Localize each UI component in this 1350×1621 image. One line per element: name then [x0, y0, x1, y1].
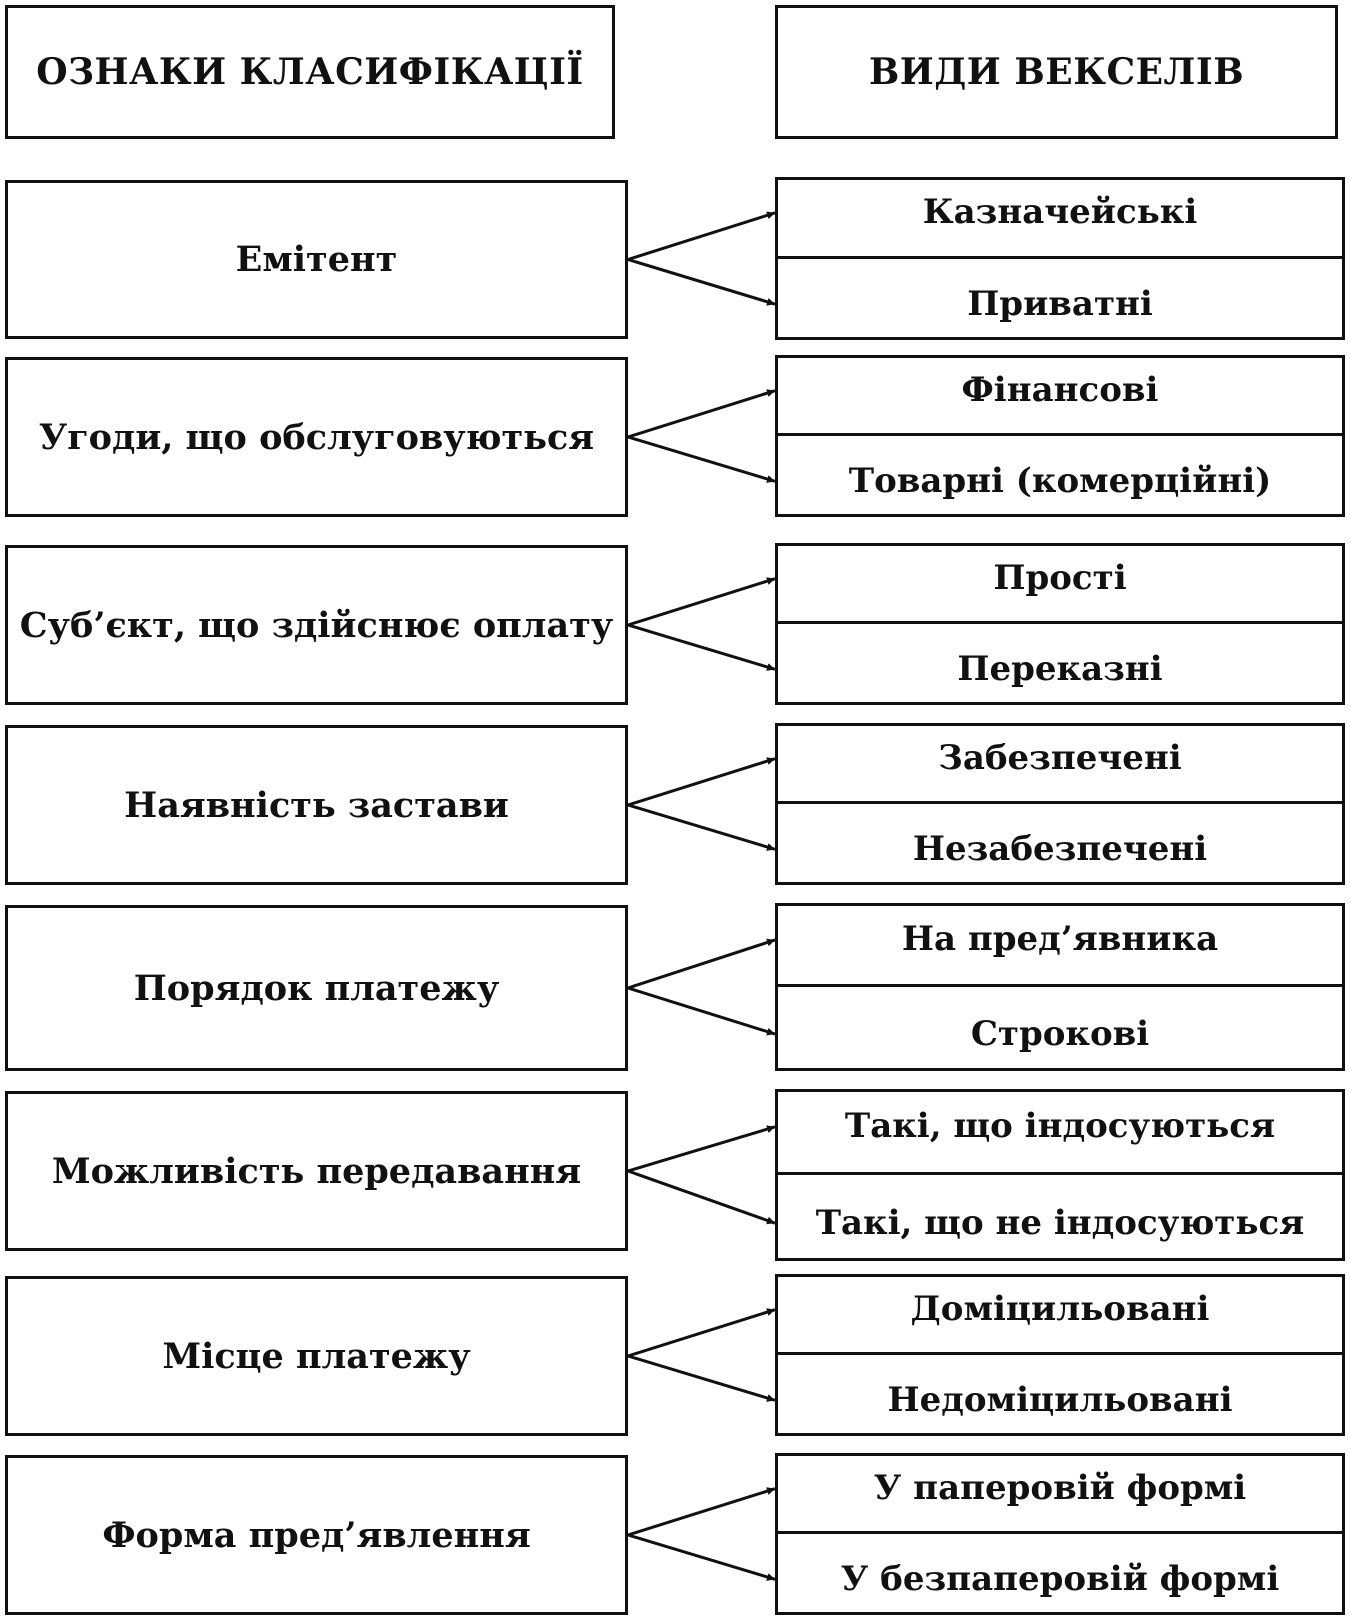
criteria-header: ОЗНАКИ КЛАСИФІКАЦІЇ [5, 5, 615, 139]
criterion-label: Наявність застави [124, 784, 509, 826]
types-box-payment-order: На пред’явника Строкові [775, 903, 1345, 1071]
type-label: У паперовій формі [873, 1467, 1247, 1508]
type-cell: Фінансові [778, 358, 1342, 436]
types-box-transferability: Такі, що індосуються Такі, що не індосую… [775, 1089, 1345, 1261]
criterion-box-payment-order: Порядок платежу [5, 905, 628, 1071]
types-box-payment-place: Доміцильовані Недоміцильовані [775, 1274, 1345, 1436]
arrow-upper [627, 938, 776, 990]
type-label: Такі, що не індосуються [815, 1202, 1305, 1243]
type-cell: У паперовій формі [778, 1456, 1342, 1534]
type-cell: Недоміцильовані [778, 1355, 1342, 1433]
type-label: Недоміцильовані [887, 1380, 1233, 1420]
arrow-lower [627, 435, 776, 483]
type-label: У безпаперовій формі [840, 1559, 1280, 1599]
criterion-box-payer: Суб’єкт, що здійснює оплату [5, 545, 628, 705]
type-label: Прості [993, 557, 1127, 598]
type-cell: Забезпечені [778, 726, 1342, 804]
type-cell: Приватні [778, 259, 1342, 338]
type-label: Переказні [957, 649, 1163, 689]
type-cell: Товарні (комерційні) [778, 436, 1342, 514]
criterion-label: Порядок платежу [133, 967, 500, 1009]
types-header: ВИДИ ВЕКСЕЛІВ [775, 5, 1338, 139]
types-box-payer: Прості Переказні [775, 543, 1345, 705]
type-cell: Такі, що не індосуються [778, 1175, 1342, 1258]
types-box-issuer: Казначейські Приватні [775, 177, 1345, 340]
criterion-label: Можливість передавання [51, 1150, 582, 1192]
types-box-presentation-form: У паперовій формі У безпаперовій формі [775, 1453, 1345, 1615]
criterion-box-payment-place: Місце платежу [5, 1276, 628, 1436]
arrow-upper [627, 1487, 776, 1537]
type-label: Казначейські [922, 191, 1198, 232]
arrow-upper [627, 1308, 776, 1358]
criterion-box-transferability: Можливість передавання [5, 1091, 628, 1251]
arrow-upper [627, 577, 776, 627]
arrow-lower [627, 986, 776, 1036]
type-label: Строкові [970, 1013, 1150, 1054]
type-label: Фінансові [961, 369, 1159, 410]
criterion-label: Суб’єкт, що здійснює оплату [19, 604, 614, 646]
arrow-lower [627, 258, 776, 306]
arrow-lower [627, 1354, 776, 1402]
type-cell: Такі, що індосуються [778, 1092, 1342, 1175]
types-box-collateral: Забезпечені Незабезпечені [775, 723, 1345, 885]
arrow-upper [627, 211, 776, 261]
criterion-label: Угоди, що обслуговуються [38, 416, 595, 458]
criterion-box-transactions: Угоди, що обслуговуються [5, 357, 628, 517]
types-header-label: ВИДИ ВЕКСЕЛІВ [868, 51, 1245, 93]
type-cell: На пред’явника [778, 906, 1342, 987]
types-box-transactions: Фінансові Товарні (комерційні) [775, 355, 1345, 517]
arrow-lower [627, 623, 776, 671]
criteria-header-label: ОЗНАКИ КЛАСИФІКАЦІЇ [36, 51, 584, 93]
type-cell: Строкові [778, 987, 1342, 1068]
type-cell: Прості [778, 546, 1342, 624]
type-cell: У безпаперовій формі [778, 1534, 1342, 1612]
arrow-upper [627, 757, 776, 807]
arrow-lower [627, 803, 776, 851]
type-label: Доміцильовані [910, 1288, 1210, 1329]
criterion-box-issuer: Емітент [5, 180, 628, 339]
type-cell: Казначейські [778, 180, 1342, 259]
type-cell: Переказні [778, 624, 1342, 702]
type-label: Такі, що індосуються [844, 1106, 1276, 1146]
type-label: Незабезпечені [912, 829, 1208, 869]
criterion-label: Місце платежу [162, 1335, 471, 1377]
type-cell: Доміцильовані [778, 1277, 1342, 1355]
type-label: Забезпечені [938, 737, 1182, 778]
criterion-box-presentation-form: Форма пред’явлення [5, 1455, 628, 1615]
type-cell: Незабезпечені [778, 804, 1342, 882]
arrow-lower [627, 1169, 776, 1225]
criterion-label: Форма пред’явлення [102, 1514, 531, 1556]
criterion-label: Емітент [235, 239, 398, 280]
type-label: Товарні (комерційні) [848, 461, 1272, 501]
type-label: На пред’явника [901, 919, 1219, 959]
arrow-upper [627, 389, 776, 439]
type-label: Приватні [967, 283, 1153, 324]
criterion-box-collateral: Наявність застави [5, 725, 628, 885]
arrow-lower [627, 1533, 776, 1581]
arrow-upper [627, 1125, 776, 1173]
